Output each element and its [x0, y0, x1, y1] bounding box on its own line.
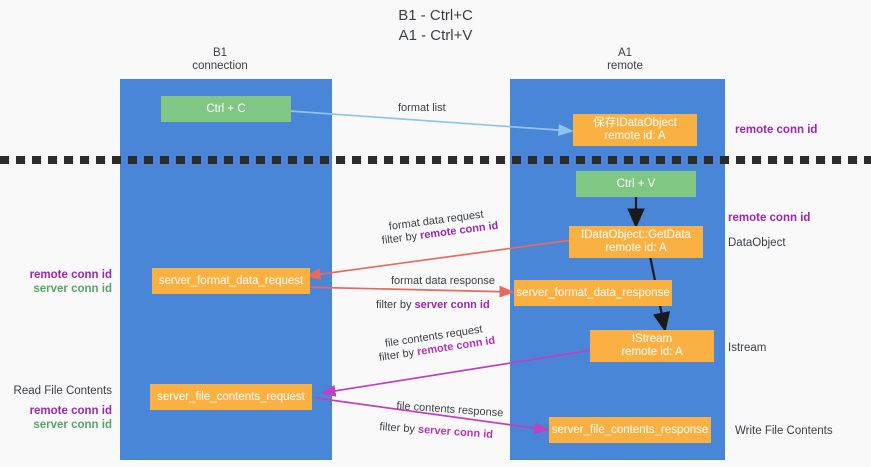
title-line-1: B1 - Ctrl+C [398, 7, 473, 24]
node-server-file-contents-response[interactable]: server_file_contents_response [549, 417, 711, 443]
annotation-read-file-contents: Read File Contents [13, 385, 112, 397]
filter-prefix: filter by [379, 420, 419, 436]
annotation-left-server-conn-id-mid: server conn id [33, 283, 112, 295]
annotation-istream: Istream [728, 342, 767, 354]
column-header-a1-sub: remote [607, 60, 643, 72]
node-server-format-data-request-label: server_format_data_request [158, 274, 304, 287]
annotation-left-server-conn-id-bottom: server conn id [33, 419, 112, 431]
edge-label-format-data-response-filter: filter by server conn id [376, 298, 490, 312]
edge-format-data-request [305, 239, 573, 281]
filter-value: server conn id [414, 299, 490, 311]
node-server-file-contents-request-label: server_file_contents_request [157, 390, 305, 403]
column-header-a1-name: A1 [617, 47, 633, 59]
annotation-dataobject: DataObject [728, 237, 786, 249]
column-header-b1: B1 connection [150, 47, 290, 73]
node-save-idataobject-line2: remote id: A [604, 130, 666, 142]
annotation-write-file-contents: Write File Contents [735, 425, 833, 437]
annotation-remote-conn-id-mid: remote conn id [728, 212, 811, 224]
filter-prefix: filter by [376, 299, 415, 311]
node-ctrl-c[interactable]: Ctrl + C [161, 96, 291, 122]
node-server-file-contents-request[interactable]: server_file_contents_request [150, 384, 312, 410]
edge-file-contents-response [315, 397, 550, 435]
edge-format-list [274, 109, 574, 136]
node-save-idataobject[interactable]: 保存IDataObject remote id: A [573, 114, 697, 146]
title-line-2: A1 - Ctrl+V [398, 27, 473, 44]
node-server-format-data-response[interactable]: server_format_data_response [514, 280, 672, 306]
node-istream-line2: remote id: A [621, 346, 683, 358]
annotation-left-remote-conn-id-bottom: remote conn id [29, 405, 112, 417]
edge-label-format-data-response: format data response [391, 275, 495, 287]
node-idataobject-getdata-line1: IDataObject::GetData [581, 229, 691, 241]
diagram-title: B1 - Ctrl+C A1 - Ctrl+V [0, 6, 871, 46]
node-save-idataobject-line1: 保存IDataObject [593, 117, 677, 129]
node-ctrl-v-label: Ctrl + V [616, 177, 656, 190]
edge-file-contents-request [320, 349, 593, 397]
phase-divider [0, 156, 871, 164]
node-server-format-data-request[interactable]: server_format_data_request [152, 268, 310, 294]
node-ctrl-c-label: Ctrl + C [206, 102, 246, 115]
column-header-b1-name: B1 [212, 47, 228, 59]
node-istream[interactable]: IStream remote id: A [590, 330, 714, 362]
node-idataobject-getdata-line2: remote id: A [605, 242, 667, 254]
annotation-left-remote-conn-id-mid: remote conn id [29, 269, 112, 281]
node-istream-line1: IStream [631, 333, 673, 345]
column-header-b1-sub: connection [192, 60, 248, 72]
node-idataobject-getdata[interactable]: IDataObject::GetData remote id: A [569, 226, 703, 258]
column-header-a1: A1 remote [555, 47, 695, 73]
edge-label-format-list: format list [398, 102, 446, 114]
node-ctrl-v[interactable]: Ctrl + V [576, 171, 696, 197]
node-server-format-data-response-label: server_format_data_response [516, 286, 670, 299]
edge-format-data-response [299, 285, 515, 298]
annotation-remote-conn-id-top: remote conn id [735, 124, 818, 136]
node-server-file-contents-response-label: server_file_contents_response [551, 423, 709, 436]
